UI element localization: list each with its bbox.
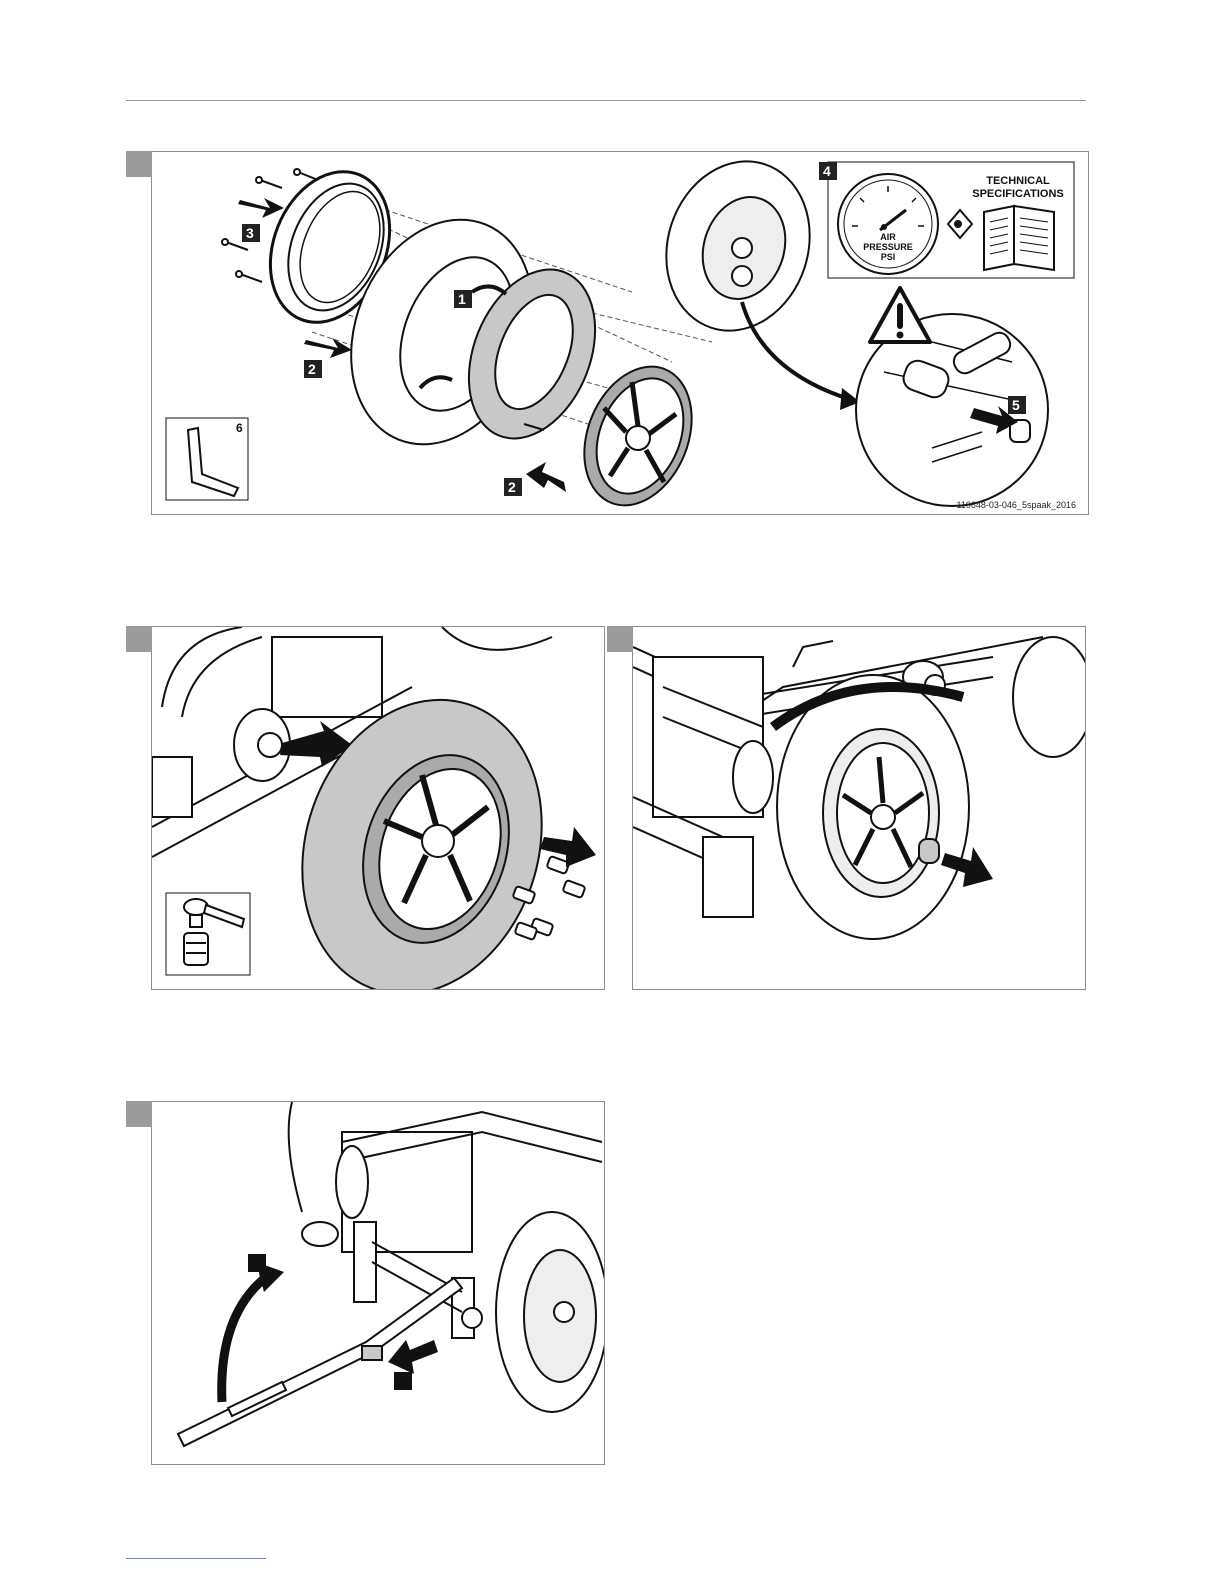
callout-3: 3 [242,224,260,242]
svg-text:3: 3 [246,225,254,241]
jack-wheel [496,1212,604,1412]
figure-tyre-assembly: 3 2 1 2 6 5 [151,151,1089,515]
figure-tag-1 [126,151,152,177]
rear-wheel [773,675,969,939]
specs-line-1: TECHNICAL [986,175,1050,187]
pressure-inset: 4 AIR PRESSURE PSI [819,162,1074,278]
footer-rule [126,1558,266,1559]
callout-5: 5 [1008,396,1026,414]
svg-text:PSI: PSI [881,252,896,262]
figure-valve-cap [632,626,1086,990]
tyre-assembly-drawing: 3 2 1 2 6 5 [152,152,1088,514]
arrow-two-a [304,338,352,358]
callout-4: 4 [819,162,837,180]
callout-1: 1 [454,290,472,308]
header-rule [126,100,1086,101]
figure-jack-lever [151,1101,605,1465]
figure-tag-4 [126,1101,152,1127]
assembled-wheel [645,152,831,349]
svg-text:1: 1 [458,291,466,307]
callout-2a: 2 [304,360,322,378]
pressure-gauge-icon: AIR PRESSURE PSI [838,174,938,274]
arrow-two-b [526,462,566,492]
warning-triangle-icon [870,288,930,342]
figure-id: 110648-03-046_5spaak_2016 [957,500,1076,510]
arrow-lift-lever [222,1262,284,1402]
svg-text:6: 6 [236,421,243,435]
figure-tag-2 [126,626,152,652]
jack-lever-drawing [152,1102,604,1464]
valve-cap-drawing [633,627,1085,989]
open-book-icon [984,206,1054,270]
svg-text:2: 2 [308,361,316,377]
hex-key-inset: 6 [166,418,248,500]
svg-text:5: 5 [1012,397,1020,413]
callout-square-1 [248,1254,266,1272]
figure-mount-wheel [151,626,605,990]
svg-text:AIR: AIR [880,232,896,242]
mount-wheel-drawing [152,627,604,989]
socket-wrench-inset [166,893,250,975]
callout-2b: 2 [504,478,522,496]
svg-text:4: 4 [823,163,831,179]
arrow-push-in [388,1340,438,1374]
svg-text:PRESSURE: PRESSURE [863,242,913,252]
svg-text:2: 2 [508,479,516,495]
arrow-three [238,198,284,218]
specs-line-2: SPECIFICATIONS [972,188,1063,200]
figure-tag-3 [607,626,633,652]
callout-square-2 [394,1372,412,1390]
